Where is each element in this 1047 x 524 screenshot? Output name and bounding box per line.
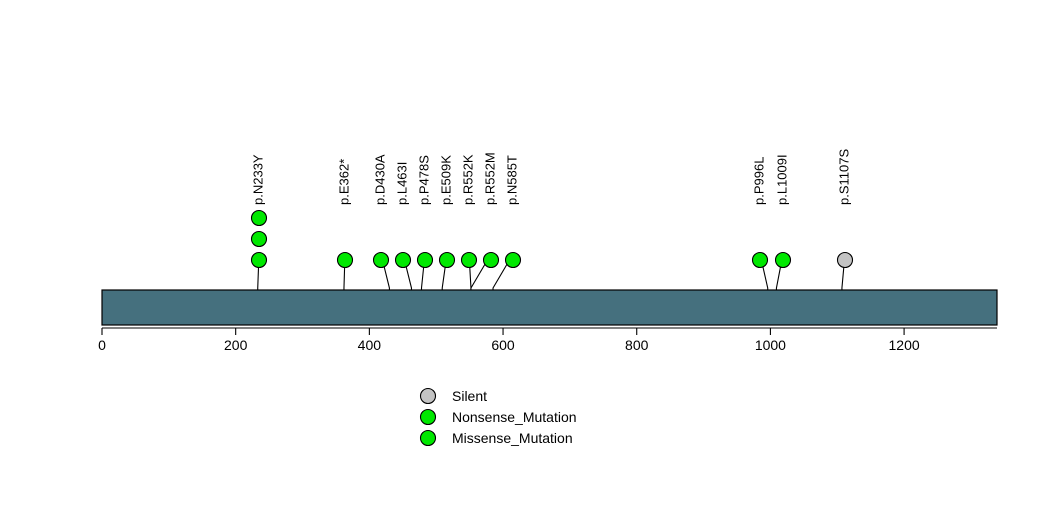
axis-tick-label: 400 — [358, 337, 382, 353]
mutation-label: p.P996L — [751, 157, 766, 205]
mutation-marker[interactable] — [250, 209, 268, 227]
legend-label: Silent — [452, 388, 487, 404]
mutation-marker[interactable] — [482, 251, 500, 269]
mutation-label: p.P478S — [416, 155, 431, 205]
mutation-label: p.R552M — [482, 152, 497, 205]
mutation-label: p.L1009I — [774, 154, 789, 205]
mutation-label: p.N233Y — [250, 154, 265, 205]
mutation-marker[interactable] — [250, 251, 268, 269]
legend-swatch[interactable] — [419, 387, 437, 405]
mutation-labels: p.N233Y p.E362* p.D430A p.L463I p.P478S p.E50… — [250, 149, 851, 205]
axis-tick-label: 1200 — [889, 337, 920, 353]
lollipop-markers — [250, 209, 854, 269]
mutation-marker[interactable] — [460, 251, 478, 269]
axis-tick-label: 0 — [98, 337, 106, 353]
mutation-marker[interactable] — [416, 251, 434, 269]
mutation-marker[interactable] — [774, 251, 792, 269]
mutation-label: p.L463I — [394, 162, 409, 205]
protein-domain-bar — [101, 289, 998, 326]
mutation-label: p.E509K — [438, 155, 453, 205]
mutation-label: p.E362* — [336, 159, 351, 205]
mutation-marker[interactable] — [336, 251, 354, 269]
mutation-label: p.R552K — [460, 154, 475, 205]
x-axis: 0 200 400 600 800 1000 1200 — [98, 327, 997, 353]
legend-label: Nonsense_Mutation — [452, 409, 577, 425]
mutation-marker[interactable] — [836, 251, 854, 269]
mutation-label: p.N585T — [504, 155, 519, 205]
mutation-marker[interactable] — [394, 251, 412, 269]
legend-label: Missense_Mutation — [452, 430, 573, 446]
mutation-label: p.D430A — [372, 154, 387, 205]
legend-swatch[interactable] — [419, 408, 437, 426]
mutation-marker[interactable] — [372, 251, 390, 269]
mutation-marker[interactable] — [438, 251, 456, 269]
mutation-marker[interactable] — [250, 230, 268, 248]
mutation-marker[interactable] — [751, 251, 769, 269]
axis-tick-label: 600 — [491, 337, 515, 353]
legend-swatch[interactable] — [419, 429, 437, 447]
protein-bar — [101, 289, 998, 326]
axis-tick-label: 200 — [224, 337, 248, 353]
mutation-label: p.S1107S — [836, 149, 851, 205]
axis-tick-label: 800 — [625, 337, 649, 353]
axis-tick-label: 1000 — [755, 337, 786, 353]
mutation-marker[interactable] — [504, 251, 522, 269]
